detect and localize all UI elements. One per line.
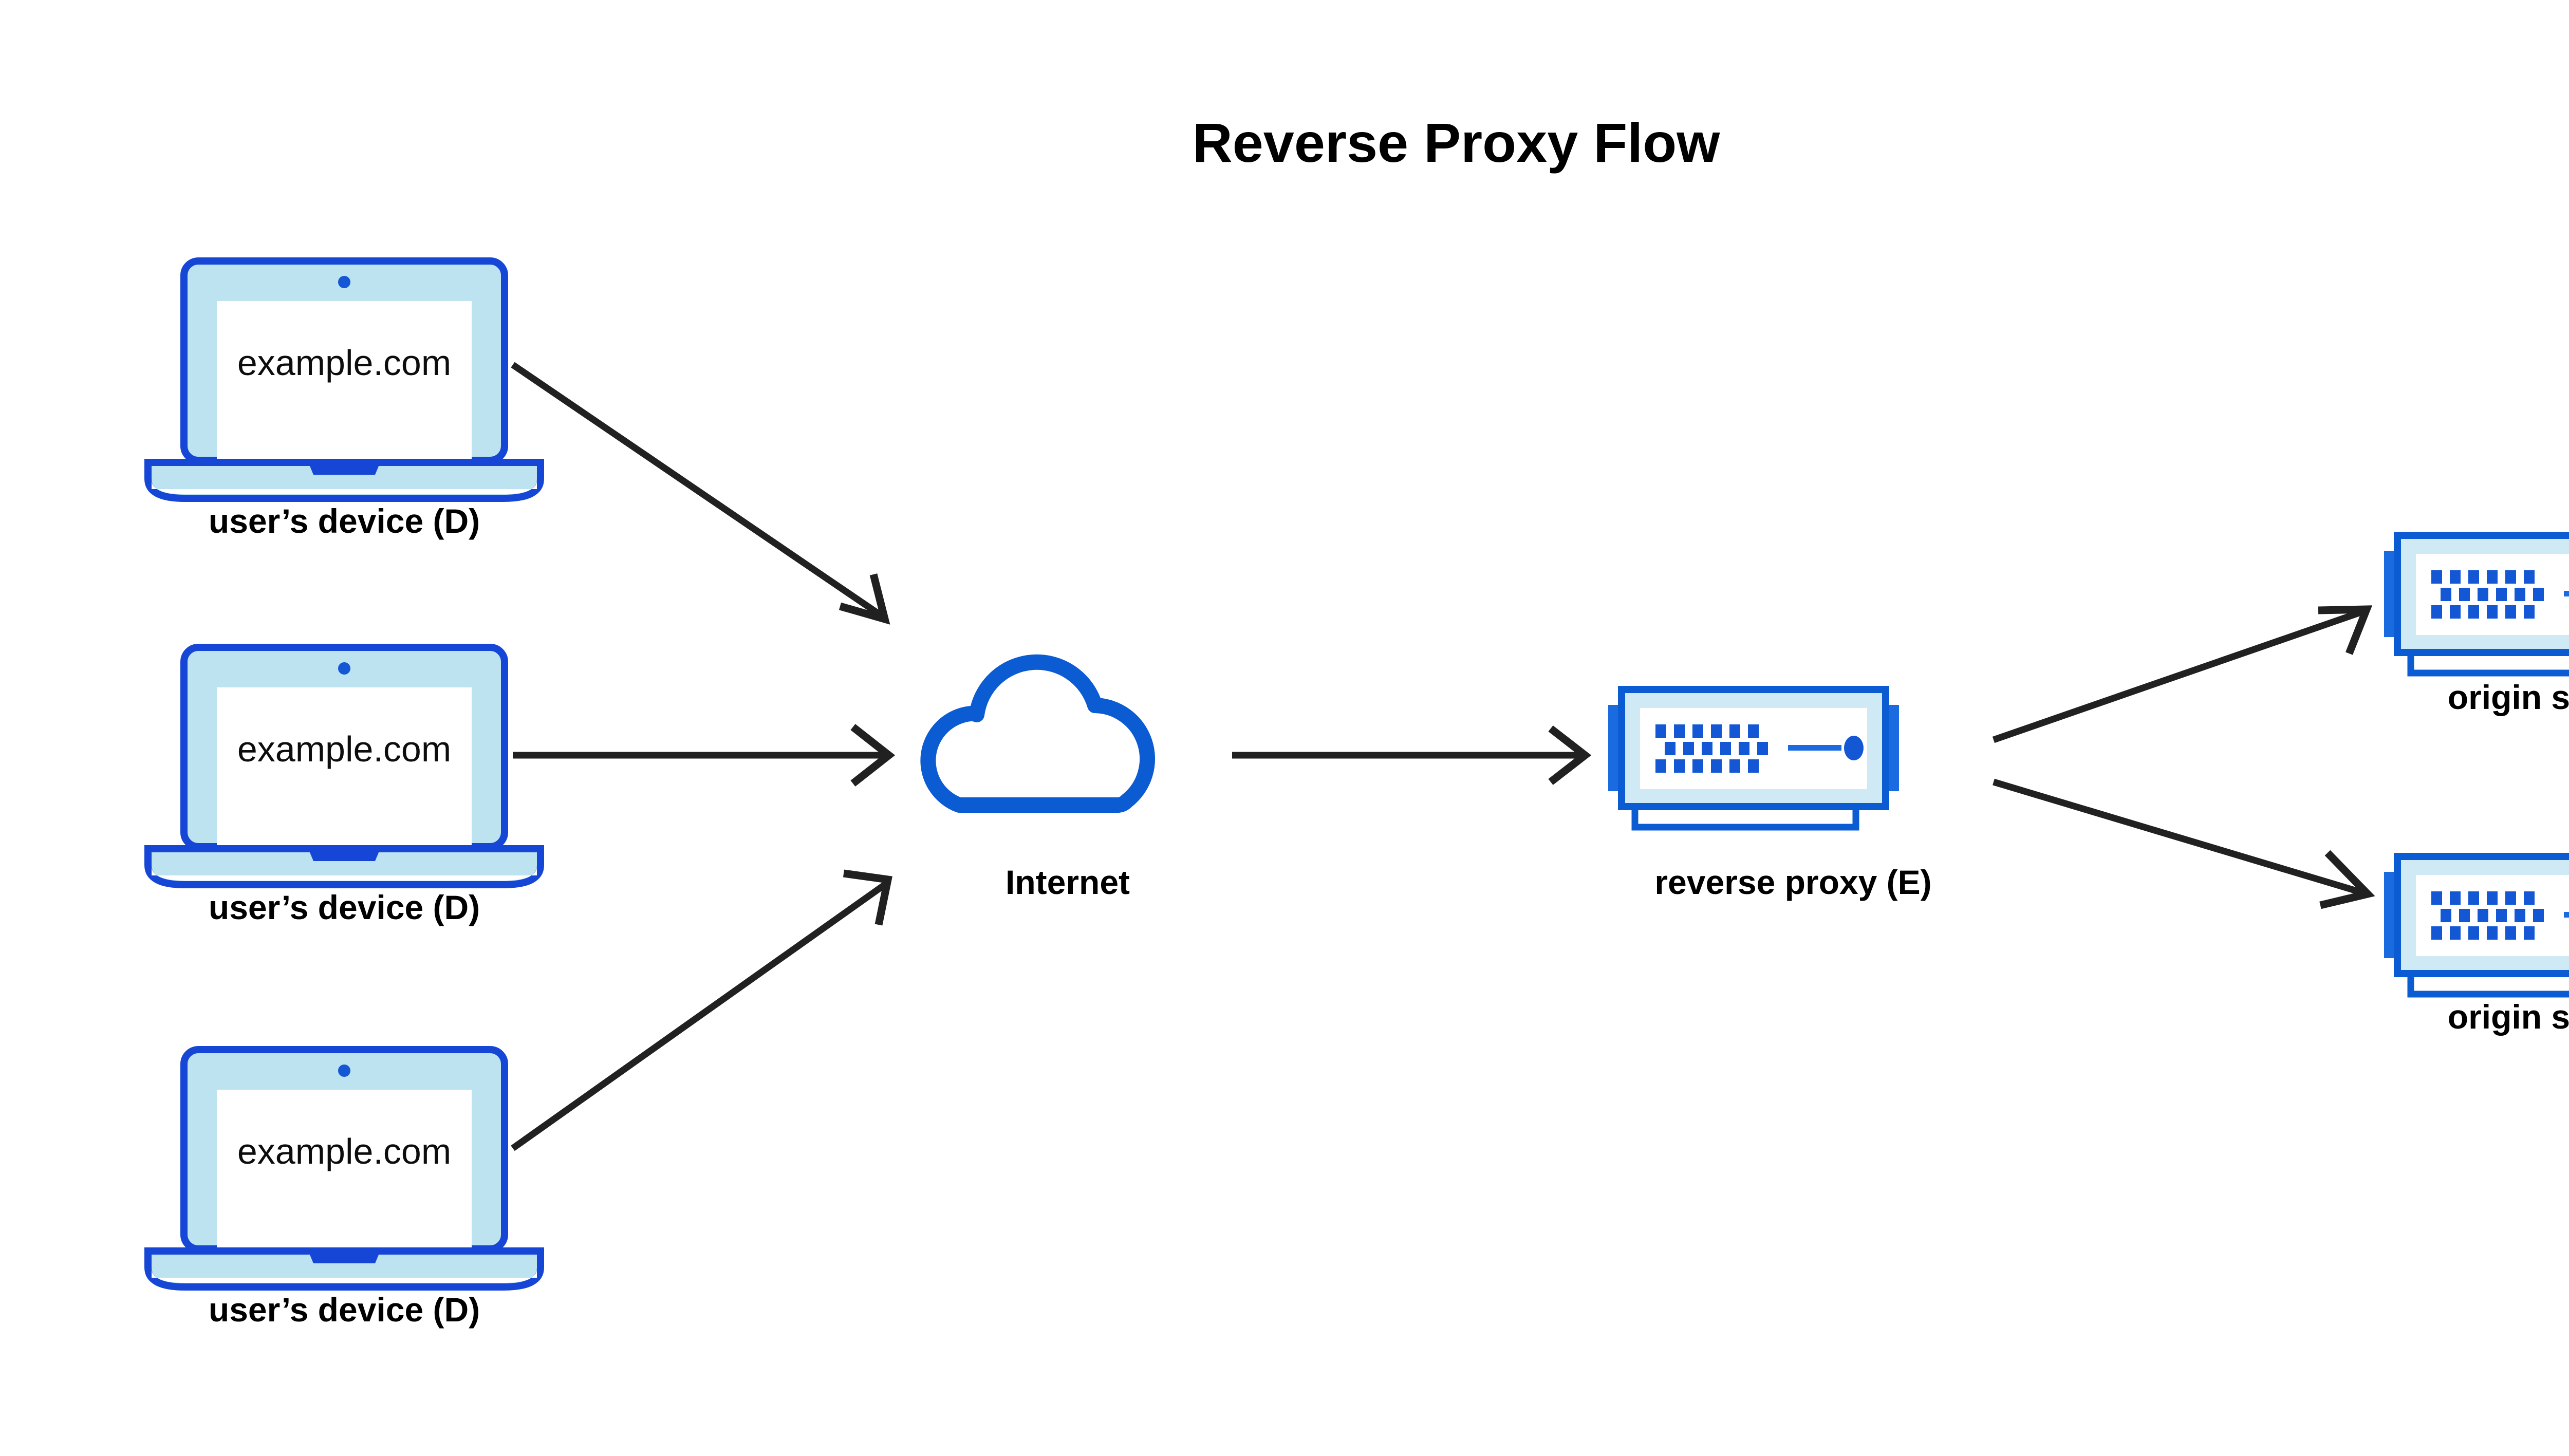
node-internet[interactable]: Internet: [928, 662, 1147, 901]
conn-device2-internet: [513, 724, 896, 787]
device-screen-url: example.com: [237, 1131, 451, 1171]
conn-device1-internet: [511, 362, 890, 625]
cloud-icon: [928, 662, 1147, 805]
server-icon: [2384, 535, 2569, 673]
conn-proxy-origin2: [1993, 778, 2375, 909]
internet-label: Internet: [1006, 863, 1130, 901]
page-title: Reverse Proxy Flow: [1193, 111, 1720, 174]
conn-proxy-origin1: [1992, 605, 2373, 743]
node-user-device-3[interactable]: example.com user’s device (D): [148, 1050, 541, 1329]
node-user-device-1[interactable]: example.com user’s device (D): [148, 261, 541, 540]
conn-internet-proxy: [1232, 725, 1592, 785]
node-user-device-2[interactable]: example.com user’s device (D): [148, 647, 541, 926]
device-screen-url: example.com: [237, 729, 451, 769]
device-label: user’s device (D): [209, 888, 480, 926]
origin-server-label: origin server (F): [2448, 678, 2569, 716]
origin-server-label: origin server (F): [2448, 998, 2569, 1036]
node-origin-server-2[interactable]: origin server (F): [2384, 856, 2569, 1036]
device-label: user’s device (D): [209, 502, 480, 540]
server-icon: [1608, 689, 1899, 827]
node-reverse-proxy[interactable]: reverse proxy (E): [1608, 689, 1932, 901]
device-screen-url: example.com: [237, 343, 451, 383]
server-icon: [2384, 856, 2569, 994]
device-label: user’s device (D): [209, 1291, 480, 1329]
node-origin-server-1[interactable]: origin server (F): [2384, 535, 2569, 716]
connection-layer: [511, 362, 2375, 1151]
reverse-proxy-label: reverse proxy (E): [1654, 863, 1931, 901]
conn-device3-internet: [511, 869, 892, 1151]
